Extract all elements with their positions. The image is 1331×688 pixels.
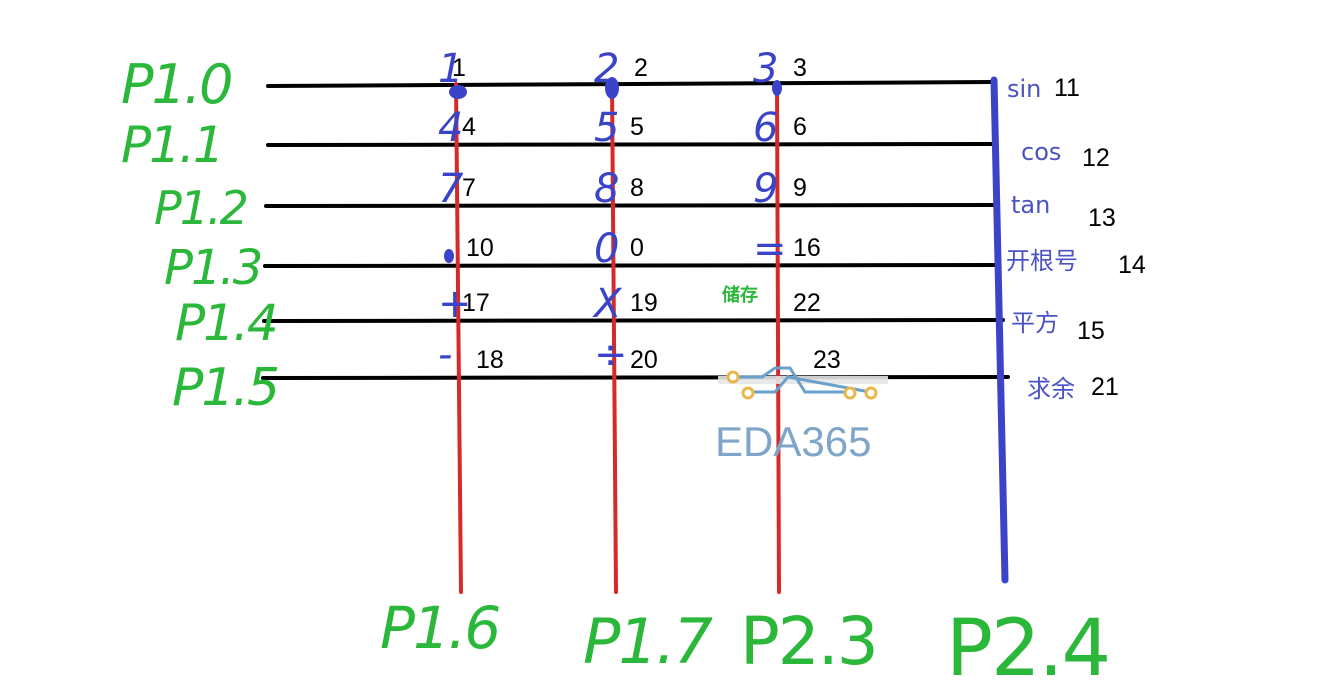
column-line-2 [775,82,781,594]
row-lines [261,80,1010,380]
function-label-0: sin [1007,75,1041,103]
key-number-16: 16 [793,234,821,262]
row-label-1: P1.1 [121,116,223,174]
function-label-3: 开根号 [1006,247,1078,275]
key-glyph-2-2: 9 [753,166,778,212]
key-number-6: 6 [793,113,807,141]
row-line-2 [264,203,997,208]
watermark: EDA365 [715,366,888,465]
watermark-pad-2 [843,386,857,400]
function-labels: sin 11 cos 12 tan 13 开根号 14 平方 15 求余 21 [1006,74,1146,403]
row-label-0: P1.0 [121,53,231,116]
watermark-pad-0 [726,370,740,384]
key-glyph-1-1: 5 [594,105,619,151]
key-number-2: 2 [634,54,648,82]
watermark-pad-3 [864,386,878,400]
function-number-13: 13 [1088,204,1116,232]
key-glyph-5-0: - [438,332,452,378]
key-number-22: 22 [793,289,821,317]
key-glyph-3-2: = [753,226,787,272]
key-number-18: 18 [476,346,504,374]
column-line-1 [610,82,618,594]
row-line-1 [266,142,994,147]
function-number-14: 14 [1118,251,1146,279]
store-note: 储存 [721,284,758,306]
key-glyph-4-1: X [592,281,623,327]
function-label-1: cos [1021,138,1061,166]
row-label-2: P1.2 [154,181,247,235]
key-glyph-2-0: 7 [438,166,464,212]
row-line-3 [263,263,1000,268]
function-label-5: 求余 [1027,375,1075,403]
column-line-3 [990,76,1009,584]
function-label-2: tan [1011,191,1050,219]
function-number-11: 11 [1054,74,1080,102]
function-number-12: 12 [1082,144,1110,172]
key-number-17: 17 [462,289,490,317]
key-glyph-5-1: ÷ [594,332,628,378]
key-glyph-1-0: 4 [438,105,463,151]
key-number-5: 5 [630,113,644,141]
column-label-1: P1.7 [583,605,713,678]
row-line-5 [261,375,1010,380]
key-number-20: 20 [630,346,658,374]
key-number-19: 19 [630,289,658,317]
key-glyph-0-1: 2 [594,46,619,92]
key-glyphs: 1 2 3 4 5 6 7 8 9 0 = + X - ÷ [438,46,787,378]
row-label-3: P1.3 [164,240,261,296]
key-number-4: 4 [462,113,476,141]
key-number-8: 8 [630,174,644,202]
junction-dot-0 [449,85,467,99]
column-label-0: P1.6 [380,594,499,662]
key-number-9: 9 [793,174,807,202]
key-number-1: 1 [452,54,466,82]
key-number-7: 7 [462,174,476,202]
row-label-5: P1.5 [172,358,278,418]
key-number-23: 23 [813,346,841,374]
column-labels: P1.6 P1.7 P2.3 P2.4 [380,594,1111,688]
key-number-10: 10 [466,234,494,262]
key-glyph-4-0: + [438,281,472,327]
junction-dot-2 [772,80,782,96]
column-line-0 [454,82,463,594]
key-number-3: 3 [793,54,807,82]
key-glyph-1-2: 6 [753,105,778,151]
column-lines [454,76,1009,594]
key-glyph-0-0: 1 [438,46,463,92]
row-line-4 [262,318,1005,323]
junction-dot-1 [605,77,619,99]
row-labels: P1.0P1.1P1.2P1.3P1.4P1.5 [121,53,280,418]
row-line-0 [266,80,994,88]
column-label-2: P2.3 [740,603,877,680]
watermark-trace-2 [748,375,871,394]
watermark-pad-1 [741,386,755,400]
watermark-trace [734,366,848,394]
junction-dot-3 [444,249,454,263]
function-label-4: 平方 [1011,309,1059,337]
key-glyph-3-1: 0 [594,226,619,272]
key-number-0: 0 [630,234,644,262]
watermark-text: EDA365 [715,418,871,465]
key-glyph-2-1: 8 [594,166,619,212]
row-label-4: P1.4 [175,294,277,352]
function-number-15: 15 [1077,317,1105,345]
column-label-3: P2.4 [946,604,1109,688]
function-number-21: 21 [1091,373,1119,401]
junction-dots [444,77,782,263]
key-glyph-0-2: 3 [753,46,778,92]
